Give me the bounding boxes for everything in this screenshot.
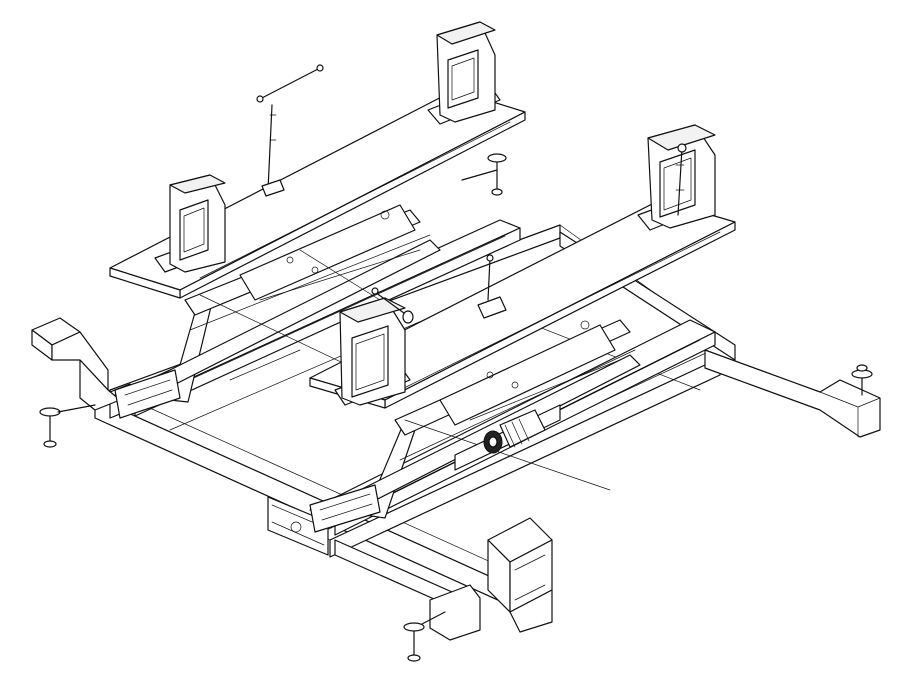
scissor-assembly-rear (114, 204, 521, 419)
cable-guide-post-rear (256, 64, 324, 197)
tire-chock-block-rear-top (427, 21, 501, 125)
leveling-foot-rear (461, 153, 507, 196)
leveling-foot-right (851, 364, 873, 396)
hydraulic-motor-pump (454, 404, 561, 471)
tire-chock-block-front-top (637, 124, 716, 231)
cable-guide-post-front (477, 254, 507, 319)
support-leg (31, 317, 881, 641)
tire-chock-block-rear-bottom (154, 174, 226, 273)
cable-guide-post-right (675, 143, 687, 216)
leveling-foot-bottom (403, 611, 446, 662)
control-box (487, 517, 553, 633)
cable-guide-post-center (371, 287, 414, 324)
tire-chock-block-front-bottom (334, 297, 411, 406)
leveling-foot-left (39, 404, 96, 448)
